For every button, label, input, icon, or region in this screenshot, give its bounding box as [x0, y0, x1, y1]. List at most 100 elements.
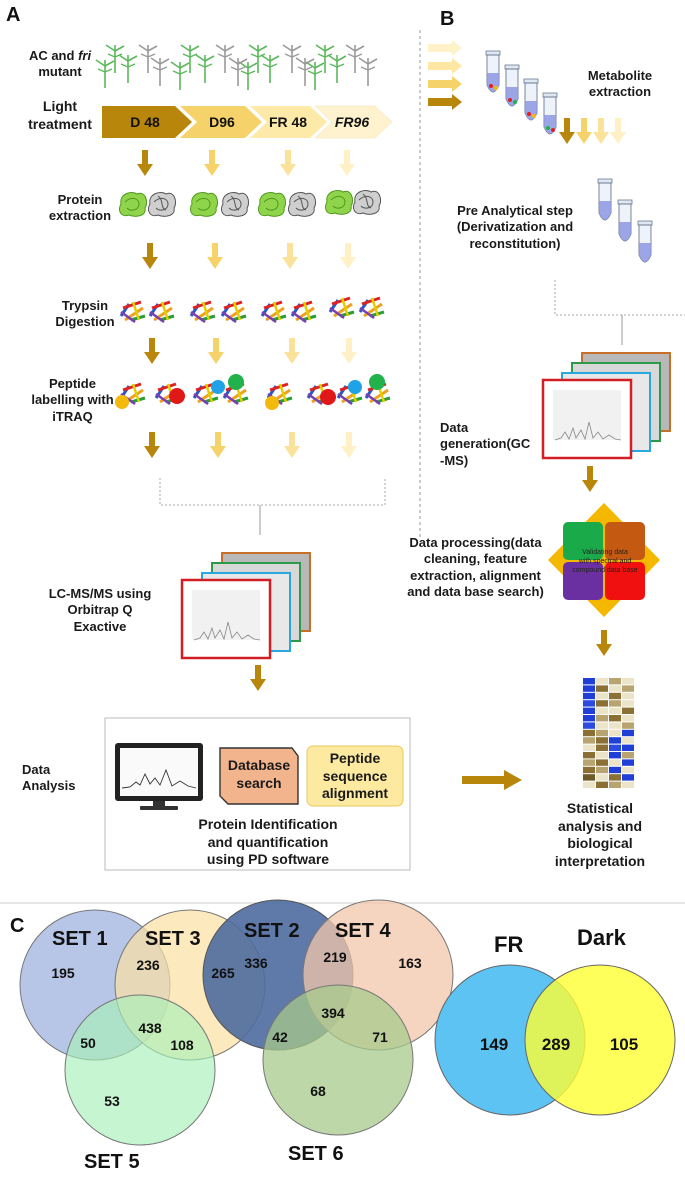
- heatmap-cell: [609, 707, 621, 714]
- heatmap-cell: [583, 737, 595, 744]
- venn1-circle-c: [64, 994, 216, 1146]
- data-analysis-label: Data Analysis: [22, 762, 92, 795]
- database-search-shape: [219, 747, 299, 805]
- venn2-label-c: SET 6: [288, 1143, 344, 1165]
- plant-row: [95, 44, 347, 91]
- venn2-count-only-c: 68: [310, 1083, 326, 1099]
- heatmap-cell: [596, 722, 608, 729]
- heatmap-cell: [596, 781, 608, 788]
- venn-2: [202, 899, 454, 1136]
- sample-label-pre: AC and: [28, 48, 79, 63]
- heatmap-cell: [596, 678, 608, 685]
- lcms-label-2: Orbitrap Q: [67, 602, 133, 618]
- datagen-3: -MS): [440, 452, 469, 468]
- venn2-label-a: SET 2: [244, 920, 300, 942]
- venn1-count-only-a: 195: [51, 965, 75, 981]
- treatment-label-4: FR96: [335, 114, 369, 130]
- treatment-chevron-3: [250, 106, 327, 138]
- database-search-2: search: [236, 774, 282, 791]
- heatmap-cell: [622, 744, 634, 751]
- lcms-label: LC-MS/MS using Orbitrap Q Exactive: [35, 586, 165, 635]
- light-label-2: treatment: [28, 115, 92, 132]
- proc-4: and data base search): [407, 583, 544, 599]
- proc-3: extraction, alignment: [410, 567, 541, 583]
- heatmap-cell: [596, 774, 608, 781]
- trypsin-label-2: Digestion: [55, 314, 115, 330]
- venn2-label-b: SET 4: [335, 920, 391, 942]
- heatmap-cell: [609, 678, 621, 685]
- heatmap-cell: [622, 685, 634, 692]
- venn3-count-only-b: 105: [610, 1035, 638, 1054]
- validating-text-2: with spectral and: [578, 558, 632, 565]
- pre-2: (Derivatization and: [456, 219, 574, 235]
- heatmap-cell: [622, 737, 634, 744]
- heatmap-cell: [622, 729, 634, 737]
- heatmap-cell: [583, 781, 595, 788]
- heatmap-cell: [609, 692, 621, 700]
- heatmap-cell: [622, 766, 634, 774]
- treatment-chevron-1: [102, 106, 192, 138]
- trypsin-label-1: Trypsin: [61, 298, 109, 313]
- venn3-label-b: Dark: [577, 925, 627, 950]
- protein-label-1: Protein: [57, 192, 103, 207]
- heatmap-cell: [609, 744, 621, 751]
- heatmap-cell: [583, 678, 595, 685]
- heatmap-cell: [596, 692, 608, 700]
- treatment-label-1: D 48: [130, 114, 160, 130]
- treatment-label-3: FR 48: [269, 114, 307, 130]
- stat-3: biological: [567, 835, 633, 851]
- heatmap-cell: [622, 707, 634, 714]
- heatmap: [583, 678, 634, 788]
- venn2-count-ac: 42: [272, 1029, 288, 1045]
- venn1-count-bc: 108: [170, 1037, 194, 1053]
- lcms-label-3: Exactive: [73, 618, 127, 634]
- heatmap-cell: [583, 766, 595, 774]
- heatmap-cell: [583, 759, 595, 766]
- venn3-count-only-a: 149: [480, 1035, 508, 1054]
- venn2-count-ab: 219: [323, 949, 347, 965]
- peptide-seq-3: alignment: [321, 785, 389, 801]
- venn2-count-only-a: 336: [244, 955, 268, 971]
- light-treatment-label: Light treatment: [18, 98, 102, 133]
- heatmap-cell: [609, 715, 621, 722]
- heatmap-cell: [622, 678, 634, 685]
- venn3-label-a: FR: [494, 932, 523, 957]
- protein-label-2: extraction: [48, 208, 112, 224]
- heatmap-cell: [609, 759, 621, 766]
- heatmap-cell: [622, 781, 634, 788]
- metabolite-1: Metabolite: [587, 68, 653, 83]
- venn-3: [434, 964, 676, 1116]
- heatmap-cell: [609, 752, 621, 759]
- heatmap-cell: [596, 752, 608, 759]
- heatmap-cell: [583, 715, 595, 722]
- heatmap-cell: [583, 692, 595, 700]
- trypsin-digestion-label: Trypsin Digestion: [45, 298, 125, 331]
- heatmap-cell: [622, 752, 634, 759]
- venn1-label-a: SET 1: [52, 928, 108, 950]
- datagen-2: generation(GC: [440, 436, 531, 452]
- stat-2: analysis and: [557, 817, 643, 834]
- heatmap-cell: [609, 700, 621, 707]
- treatment-label-2: D96: [209, 114, 235, 130]
- protein-extraction-label: Protein extraction: [40, 192, 120, 225]
- heatmap-cell: [596, 744, 608, 751]
- heatmap-cell: [609, 685, 621, 692]
- validating-text-1: Validating data: [582, 549, 628, 556]
- stat-1: Statistical: [566, 800, 634, 816]
- validating-text-3: compound data base: [572, 567, 637, 574]
- heatmap-cell: [596, 729, 608, 737]
- protein-id-2: and quantification: [207, 833, 329, 850]
- database-search-label: Database search: [221, 757, 297, 792]
- data-processing-label: Data processing(data cleaning, feature e…: [388, 535, 563, 600]
- heatmap-cell: [596, 715, 608, 722]
- venn1-count-only-c: 53: [104, 1093, 120, 1109]
- heatmap-cell: [583, 700, 595, 707]
- venn1-count-only-b: 265: [211, 965, 235, 981]
- protein-identification-label: Protein Identification and quantificatio…: [168, 816, 368, 869]
- venn1-count-abc: 438: [138, 1020, 162, 1036]
- heatmap-cell: [596, 759, 608, 766]
- heatmap-cell: [609, 781, 621, 788]
- heatmap-cell: [596, 766, 608, 774]
- protein-id-1: Protein Identification: [198, 816, 338, 832]
